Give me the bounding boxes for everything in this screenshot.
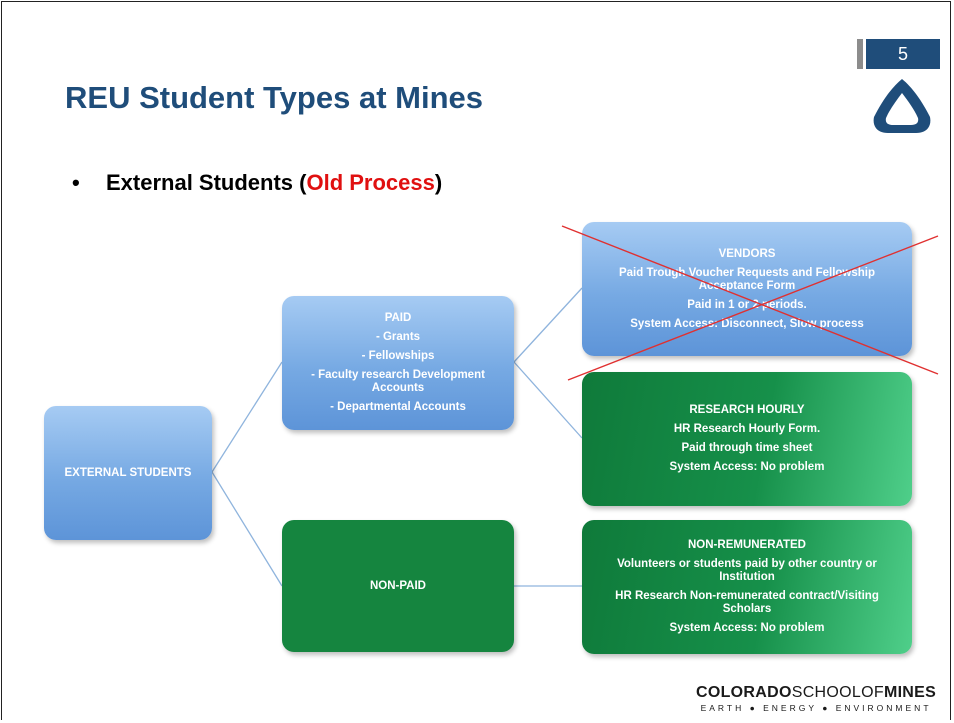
bullet-item: • External Students (Old Process) bbox=[72, 170, 442, 196]
cross-line-1 bbox=[561, 225, 939, 375]
vendors-title: VENDORS bbox=[718, 247, 776, 260]
page-number: 5 bbox=[866, 39, 940, 69]
colorado-school-of-mines-logo: COLORADOSCHOOLOFMINES EARTH ● ENERGY ● E… bbox=[696, 684, 936, 713]
cross-line-2 bbox=[567, 235, 939, 381]
non-remunerated-box: NON-REMUNERATED Volunteers or students p… bbox=[582, 520, 912, 654]
vendors-periods: Paid in 1 or 2 periods. bbox=[687, 298, 807, 311]
non-paid-label: NON-PAID bbox=[369, 579, 426, 592]
vendors-box: VENDORS Paid Trough Voucher Requests and… bbox=[582, 222, 912, 356]
paid-faculty-accounts: - Faculty research Development Accounts bbox=[311, 369, 485, 394]
connector-paid-vendors bbox=[513, 287, 583, 363]
external-students-label: EXTERNAL STUDENTS bbox=[64, 466, 192, 479]
footer-tagline: EARTH ● ENERGY ● ENVIRONMENT bbox=[700, 703, 932, 713]
research-hourly-access: System Access: No problem bbox=[669, 461, 825, 473]
connector-root-nonpaid bbox=[211, 471, 283, 587]
non-paid-box: NON-PAID bbox=[282, 520, 514, 652]
connector-paid-hourly bbox=[513, 361, 583, 439]
research-hourly-box: RESEARCH HOURLY HR Research Hourly Form.… bbox=[582, 372, 912, 506]
paid-fellowships: - Fellowships bbox=[361, 350, 435, 362]
paid-grants: - Grants bbox=[375, 331, 421, 343]
paid-departmental-accounts: - Departmental Accounts bbox=[330, 401, 466, 413]
research-hourly-form: HR Research Hourly Form. bbox=[673, 423, 821, 435]
bullet-highlight: Old Process bbox=[306, 170, 435, 195]
vendors-system-access: System Access: Disconnect, Slow process bbox=[630, 317, 864, 330]
bullet-dot-icon: • bbox=[72, 170, 80, 195]
non-remunerated-contract: HR Research Non-remunerated contract/Vis… bbox=[615, 590, 879, 615]
footer-brand-a: COLORADO bbox=[696, 684, 792, 701]
vendors-payment-method: Paid Trough Voucher Requests and Fellows… bbox=[618, 266, 875, 292]
slide-title: REU Student Types at Mines bbox=[65, 80, 483, 115]
non-remunerated-access: System Access: No problem bbox=[669, 622, 825, 634]
paid-box: PAID - Grants - Fellowships - Faculty re… bbox=[282, 296, 514, 430]
research-hourly-pay: Paid through time sheet bbox=[681, 442, 813, 454]
bullet-suffix: ) bbox=[434, 170, 443, 195]
mines-triangle-logo-icon bbox=[873, 79, 931, 133]
non-remunerated-volunteers: Volunteers or students paid by other cou… bbox=[617, 558, 877, 583]
footer-brand-c: MINES bbox=[883, 684, 937, 701]
footer-brand-b: SCHOOLOF bbox=[791, 684, 884, 701]
external-students-box: EXTERNAL STUDENTS bbox=[44, 406, 212, 540]
paid-title: PAID bbox=[384, 312, 412, 324]
non-remunerated-title: NON-REMUNERATED bbox=[688, 539, 806, 551]
connector-root-paid bbox=[211, 361, 283, 473]
bullet-text: External Students ( bbox=[106, 170, 307, 195]
research-hourly-title: RESEARCH HOURLY bbox=[689, 404, 805, 416]
page-number-accent bbox=[857, 39, 863, 69]
